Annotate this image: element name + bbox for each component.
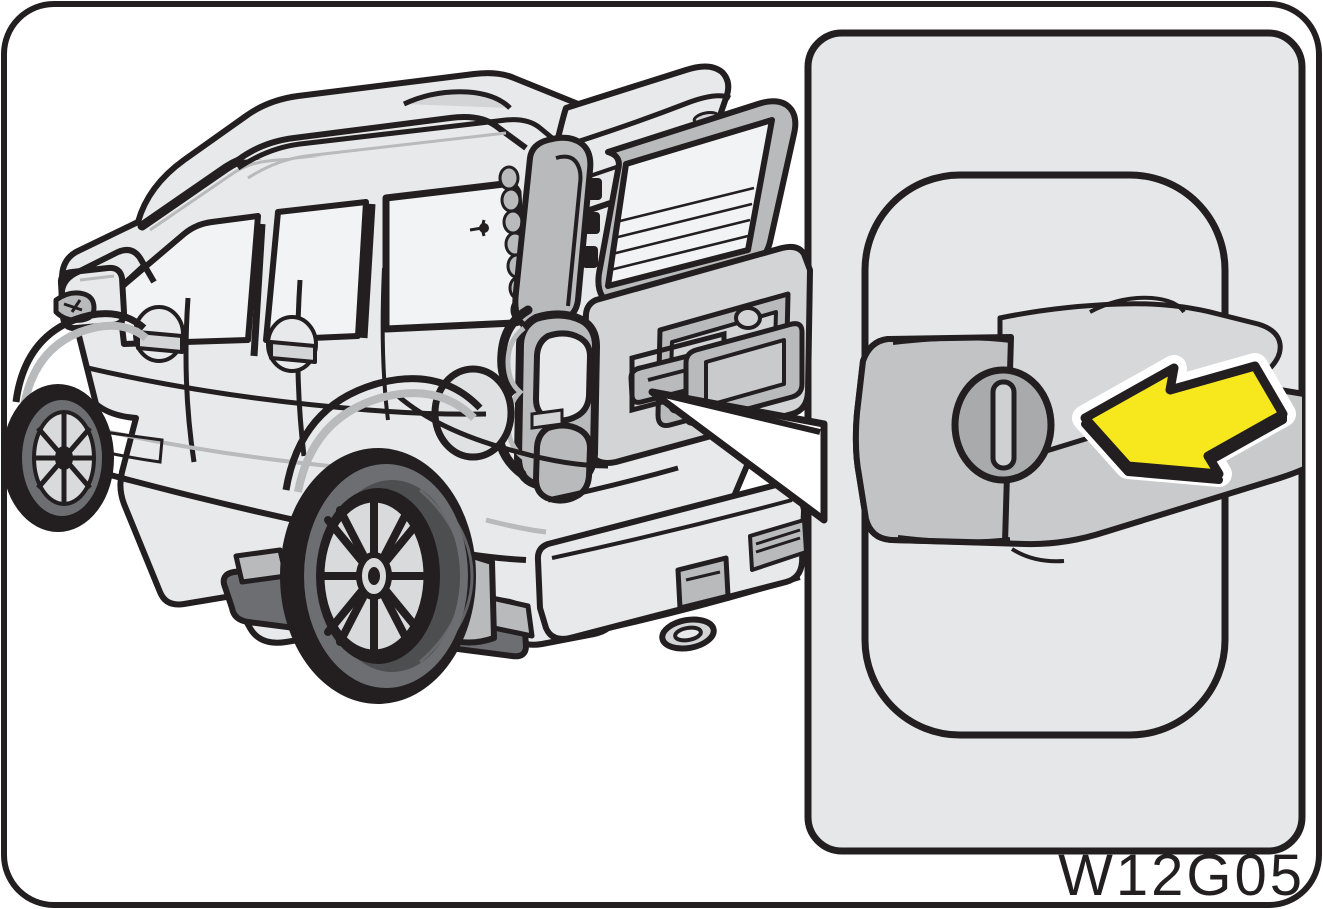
rear-wheel-arch: [282, 375, 483, 491]
keyhole-slot: [990, 379, 1017, 471]
licence-plate-inner: [704, 338, 786, 408]
defogger-lines: [607, 186, 755, 288]
tailgate-lower-edge: [547, 465, 679, 503]
rear-door-window: [263, 199, 369, 343]
tow-hook: [659, 616, 717, 652]
running-board-bracket-rear: [489, 595, 535, 639]
pillar-vents: [582, 178, 602, 268]
tail-lamp-divider: [530, 408, 564, 430]
rear-lower-shadow: [485, 517, 547, 535]
figure-code-label: W12G05: [1058, 843, 1305, 908]
roof-rail-highlight: [149, 138, 461, 232]
door-cladding-line: [102, 430, 164, 464]
handle-recess: [861, 171, 1229, 739]
handle-bevel-top: [892, 336, 1012, 345]
running-board-bracket-front: [233, 547, 289, 585]
front-wheel-arch: [12, 310, 147, 403]
front-door-seam: [183, 297, 197, 463]
front-wheel: [2, 384, 114, 532]
front-fender: [58, 247, 157, 299]
roof-panel-inner: [247, 131, 507, 180]
c-pillar: [360, 203, 376, 339]
front-indicator-detail: [63, 299, 83, 313]
rear-door-rear-seam: [380, 267, 390, 421]
tailgate-pillar-inner: [555, 154, 583, 307]
bumper-reflector: [675, 555, 731, 611]
rear-wheel: [280, 448, 476, 704]
tail-lamp: [514, 310, 600, 504]
bumper-lower-edge: [555, 576, 801, 642]
callout-leader: [648, 388, 828, 524]
rear-arch-flare: [294, 389, 477, 493]
roof-spoiler-underside: [557, 93, 732, 151]
tail-lamp-upper: [533, 330, 593, 424]
front-door-handle: [133, 305, 185, 363]
handle-notch-bottom: [1010, 547, 1065, 564]
roof-rail-rear-foot: [402, 89, 512, 110]
rear-door-handle: [266, 315, 318, 373]
roof-panel-edge: [236, 117, 588, 171]
b-pillar: [250, 223, 266, 357]
pull-direction-arrow: [1072, 353, 1296, 487]
exhaust-tip: [748, 518, 808, 572]
antenna-base: [479, 223, 489, 233]
handle-notch-top: [1089, 295, 1186, 314]
wiper-spindle: [734, 306, 762, 330]
bumper-upper-crease: [551, 498, 793, 560]
handle-bevel-bottom: [897, 535, 1011, 544]
front-arch-flare: [20, 321, 149, 407]
detail-panel: [804, 29, 1306, 855]
vehicle-illustration: [2, 63, 813, 704]
